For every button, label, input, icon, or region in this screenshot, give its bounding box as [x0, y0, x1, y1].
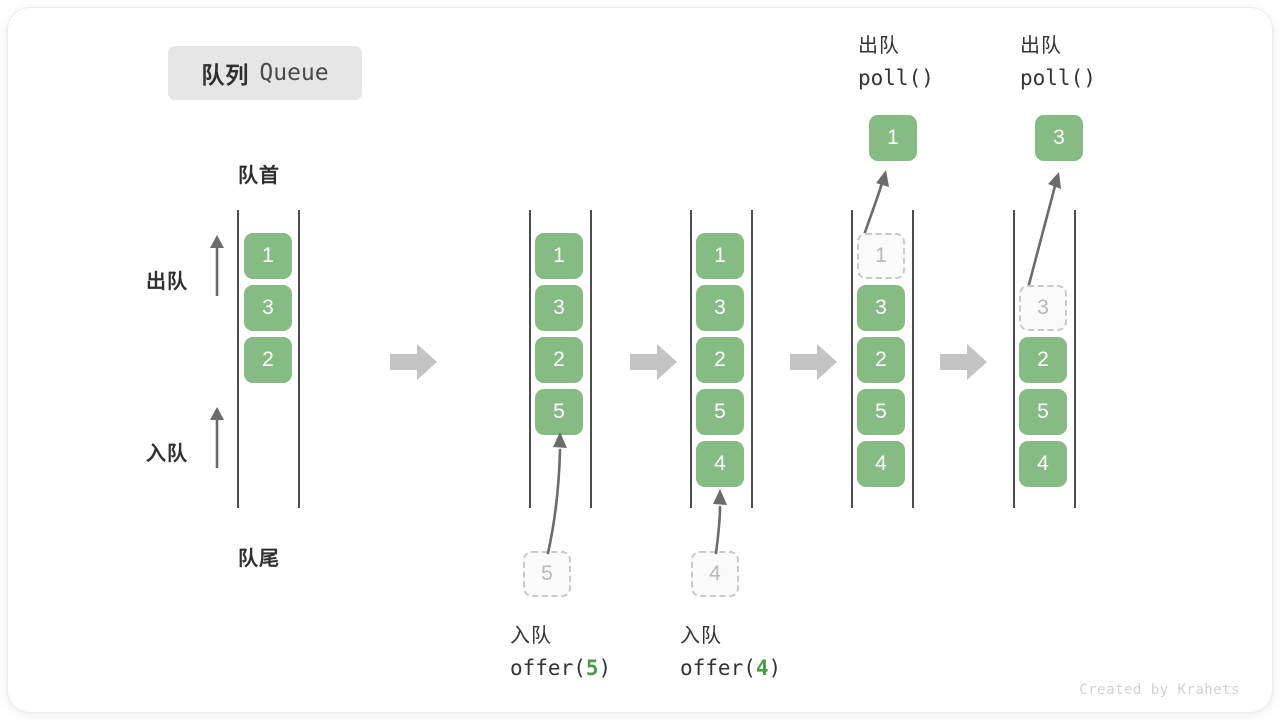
- queue-head-label: 队首: [238, 165, 280, 187]
- popped-element: 1: [869, 115, 917, 161]
- rail-right: [298, 210, 300, 508]
- queue-cell-new: 4: [696, 441, 744, 487]
- dequeue-curved-arrow: [851, 168, 897, 240]
- queue-cell-new: 5: [535, 389, 583, 435]
- rail-right: [590, 210, 592, 508]
- queue-cell: 2: [244, 337, 292, 383]
- queue-cell: 3: [857, 285, 905, 331]
- rail-left: [529, 210, 531, 508]
- queue-cell: 2: [857, 337, 905, 383]
- dequeue-direction-arrow: [206, 234, 228, 296]
- queue-cell: 3: [244, 285, 292, 331]
- rail-left: [237, 210, 239, 508]
- rail-right: [912, 210, 914, 508]
- title-cn: 队列: [201, 62, 250, 88]
- operation-label-offer5: 入队 offer(5): [510, 620, 611, 686]
- queue-cell: 5: [696, 389, 744, 435]
- queue-cell: 1: [244, 233, 292, 279]
- queue-cell: 2: [535, 337, 583, 383]
- incoming-element-ghost: 5: [523, 551, 571, 597]
- operation-label-poll2: 出队 poll(): [1020, 30, 1096, 96]
- removed-element-ghost: 1: [857, 233, 905, 279]
- removed-element-ghost: 3: [1019, 285, 1067, 331]
- operation-code: poll(): [1020, 66, 1096, 90]
- queue-cell: 3: [535, 285, 583, 331]
- rail-right: [1074, 210, 1076, 508]
- queue-cell: 1: [535, 233, 583, 279]
- queue-cell: 4: [1019, 441, 1067, 487]
- title-en: Queue: [259, 60, 329, 86]
- rail-left: [1013, 210, 1015, 508]
- queue-cell: 4: [857, 441, 905, 487]
- operation-code: offer(5): [510, 656, 612, 680]
- operation-cn: 入队: [680, 625, 722, 647]
- queue-tail-label: 队尾: [238, 548, 280, 570]
- operation-cn: 出队: [858, 35, 900, 57]
- operation-label-offer4: 入队 offer(4): [680, 620, 781, 686]
- enqueue-label: 入队: [146, 443, 188, 465]
- rail-left: [690, 210, 692, 508]
- queue-cell: 2: [696, 337, 744, 383]
- queue-cell: 5: [1019, 389, 1067, 435]
- rail-left: [851, 210, 853, 508]
- popped-element: 3: [1035, 115, 1083, 161]
- enqueue-curved-arrow: [535, 430, 575, 555]
- operation-cn: 入队: [510, 625, 552, 647]
- incoming-element-ghost: 4: [691, 551, 739, 597]
- operation-label-poll1: 出队 poll(): [858, 30, 934, 96]
- rail-right: [751, 210, 753, 508]
- dequeue-label: 出队: [146, 271, 188, 293]
- operation-cn: 出队: [1020, 35, 1062, 57]
- credit-text: Created by Krahets: [1079, 682, 1240, 698]
- operation-code: offer(4): [680, 656, 782, 680]
- transition-arrow: [390, 343, 438, 381]
- operation-code: poll(): [858, 66, 934, 90]
- dequeue-curved-arrow: [1013, 170, 1069, 294]
- queue-cell: 2: [1019, 337, 1067, 383]
- queue-cell: 3: [696, 285, 744, 331]
- enqueue-curved-arrow: [705, 487, 739, 555]
- transition-arrow: [790, 343, 838, 381]
- queue-cell: 5: [857, 389, 905, 435]
- enqueue-direction-arrow: [206, 406, 228, 468]
- transition-arrow: [940, 343, 988, 381]
- diagram-title-badge: 队列 Queue: [168, 46, 362, 100]
- queue-cell: 1: [696, 233, 744, 279]
- transition-arrow: [630, 343, 678, 381]
